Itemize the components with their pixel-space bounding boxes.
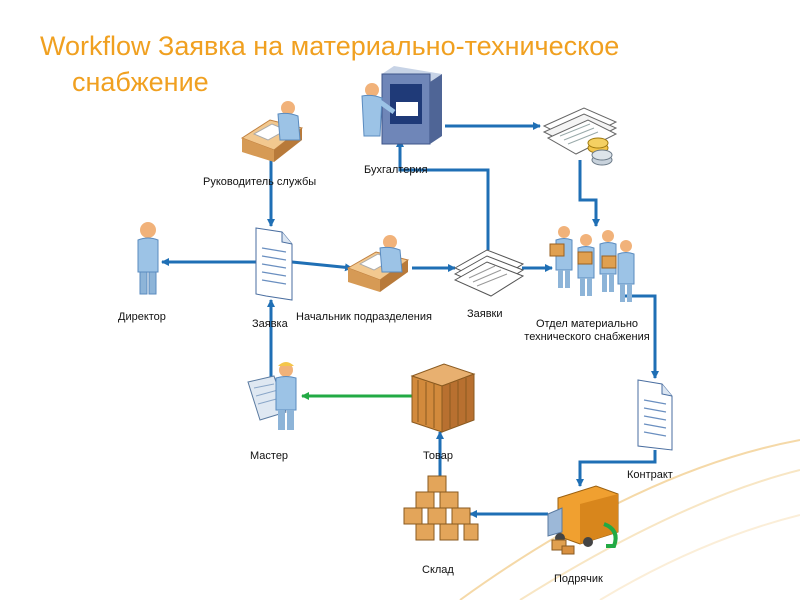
arrow-kontrakt-to-podryadchik [576,450,657,487]
label-otdel-line1: Отдел материально [535,318,639,330]
person-at-desk-icon [346,235,410,292]
decor-swoosh [459,439,800,600]
label-tovar: Товар [423,450,453,462]
arrow-finance-to-otdel [578,160,600,227]
box-pile-icon [403,475,479,541]
label-podryadchik: Подрячик [554,573,603,585]
slide-title: Workflow Заявка на материально-техническ… [40,28,740,100]
label-zayavki: Заявки [467,308,503,320]
label-sklad: Склад [422,564,454,576]
slide-title-line1: Workflow Заявка на материально-техническ… [40,31,620,61]
person-at-server-icon [361,66,442,145]
crate-icon [410,363,476,433]
document-icon [637,379,673,451]
connectors [161,122,659,518]
document-icon [255,227,293,301]
label-direktor: Директор [118,311,166,323]
slide-title-line2: снабжение [72,67,209,97]
label-rukovoditel: Руководитель службы [203,176,317,188]
label-master: Мастер [250,450,289,462]
document-stack-icon [453,249,525,297]
delivery-truck-icon [547,485,619,555]
arrow-zayavki-to-buhgalteria [396,139,490,250]
documents-and-coins-icon [542,107,618,166]
label-buhgalteria: Бухгалтерия [364,164,428,176]
person-at-desk-icon [240,101,304,162]
people-group-icon [549,226,635,302]
arrow-zayavka-to-nachalnik [291,260,353,272]
label-zayavka: Заявка [252,318,288,330]
label-nachalnik: Начальник подразделения [296,311,432,323]
worker-with-blueprint-icon [247,362,297,430]
person-standing-icon [137,222,159,295]
label-otdel: Отдел материально технического снабжения [512,318,662,344]
label-otdel-line2: технического снабжения [524,331,650,343]
label-kontrakt: Контракт [627,469,673,481]
